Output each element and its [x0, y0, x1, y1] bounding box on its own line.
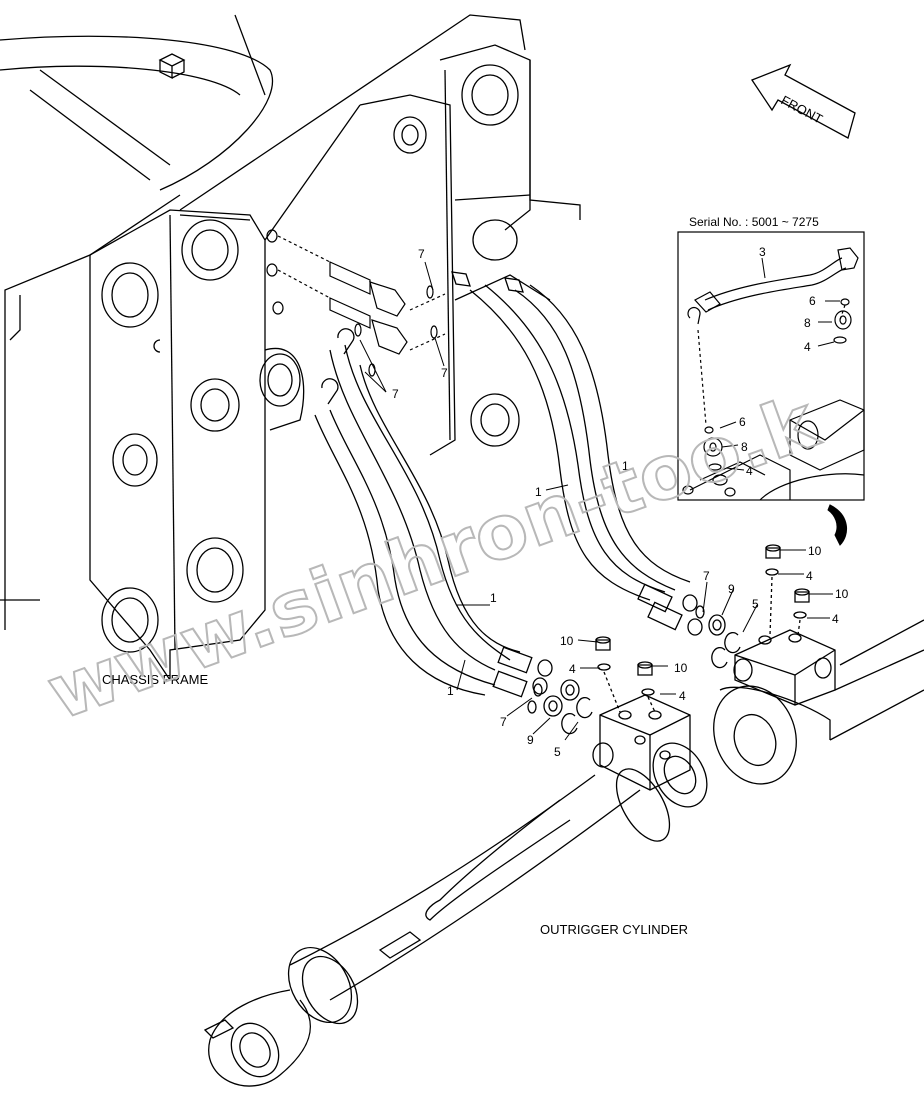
- watermark-text: www.sinhron-too.k: [37, 378, 829, 736]
- front-arrow: FRONT: [751, 63, 856, 139]
- callout-1-front-b: 1: [447, 684, 454, 698]
- outrigger-cylinder-label: OUTRIGGER CYLINDER: [540, 922, 688, 937]
- callout-3-inset: 3: [759, 245, 766, 259]
- callout-1-rear: 1: [535, 485, 542, 499]
- callout-10-right-top: 10: [808, 544, 822, 558]
- callout-4-inset-bottom: 4: [746, 464, 753, 478]
- callout-7-mid: 7: [392, 387, 399, 401]
- callout-10-mid: 10: [674, 661, 688, 675]
- callout-numbers: 7 7 7 1 1 1 1 7 9 5 10 4 10 4 7 9 5 10 4…: [392, 245, 849, 759]
- callout-4-right-top: 4: [806, 569, 813, 583]
- callout-7-left: 7: [500, 715, 507, 729]
- callout-4-mid: 4: [679, 689, 686, 703]
- callout-4-left: 4: [569, 662, 576, 676]
- callout-4-right: 4: [832, 612, 839, 626]
- hydraulic-hoses: [314, 271, 703, 698]
- callout-1-front: 1: [490, 591, 497, 605]
- callout-6-inset-bottom: 6: [739, 415, 746, 429]
- inset-drawing: [682, 247, 865, 501]
- callout-9-right: 9: [728, 582, 735, 596]
- callout-6-inset-top: 6: [809, 294, 816, 308]
- serial-number-text: Serial No. : 5001 ~ 7275: [689, 215, 819, 229]
- chassis-frame-label: CHASSIS FRAME: [102, 672, 209, 687]
- callout-5-right: 5: [752, 597, 759, 611]
- inset-pointer-arrow: [827, 504, 848, 546]
- callout-1-rear-b: 1: [622, 459, 629, 473]
- callout-4-inset-top: 4: [804, 340, 811, 354]
- callout-7-upper: 7: [418, 247, 425, 261]
- callout-8-inset-top: 8: [804, 316, 811, 330]
- right-cylinder-block: [695, 544, 924, 785]
- callout-7-right: 7: [441, 366, 448, 380]
- serial-inset: Serial No. : 5001 ~ 7275: [677, 215, 865, 546]
- callout-10-right: 10: [835, 587, 849, 601]
- callout-9-left: 9: [527, 733, 534, 747]
- outrigger-cylinder-drawing: [203, 636, 708, 1087]
- callout-leaders: [359, 257, 840, 741]
- callout-7-right-block: 7: [703, 569, 710, 583]
- callout-8-inset-bottom: 8: [741, 440, 748, 454]
- callout-5-left: 5: [554, 745, 561, 759]
- frame-fittings: [266, 229, 446, 377]
- chassis-frame-drawing: [0, 14, 581, 681]
- callout-10-left: 10: [560, 634, 574, 648]
